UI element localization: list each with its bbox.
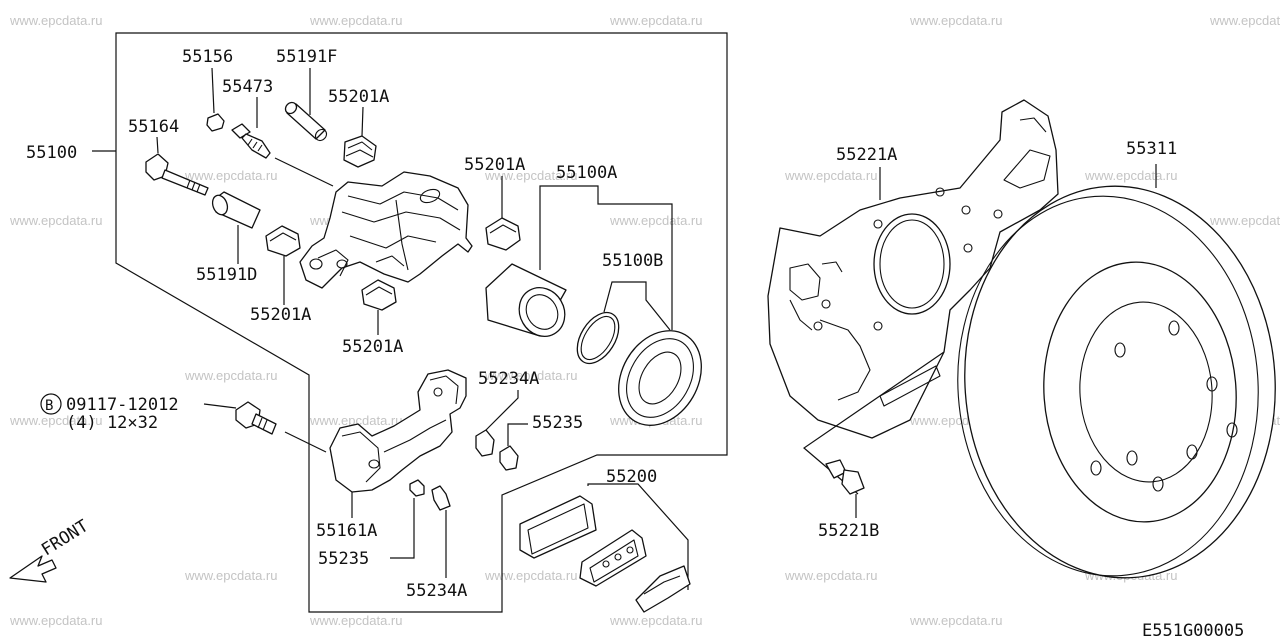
watermark: www.epcdata.ru — [184, 368, 278, 383]
brake-pads-55200 — [519, 483, 691, 613]
boot-55201A-top — [343, 106, 377, 168]
piston-55100A — [485, 185, 673, 337]
watermark: www.epcdata.ru — [484, 568, 578, 583]
watermark: www.epcdata.ru — [609, 613, 703, 628]
label-55100A: 55100A — [556, 163, 617, 183]
watermark: www.epcdata.ru — [309, 413, 403, 428]
caliper-assembly-outline — [115, 32, 728, 613]
label-55234A: 55234A — [406, 581, 467, 601]
boot-55201A-left — [265, 225, 301, 305]
bolt-spec: (4) 12×32 — [66, 413, 158, 433]
pad-clip-55235-lower — [390, 479, 425, 559]
sleeve-55191D — [211, 191, 261, 264]
front-label: FRONT — [38, 516, 92, 560]
label-55235: 55235 — [532, 413, 583, 433]
watermark: www.epcdata.ru — [309, 613, 403, 628]
watermark: www.epcdata.ru — [1209, 13, 1280, 28]
label-55100: 55100 — [26, 143, 77, 163]
label-55191F: 55191F — [276, 47, 337, 67]
watermark: www.epcdata.ru — [909, 613, 1003, 628]
watermark: www.epcdata.ru — [184, 168, 278, 183]
disc-rotor-55311 — [957, 164, 1276, 579]
watermark: www.epcdata.ru — [784, 568, 878, 583]
pad-clip-55235-upper — [499, 423, 528, 471]
watermark: www.epcdata.ru — [9, 213, 103, 228]
guide-pin-55191F — [284, 68, 328, 142]
watermark: www.epcdata.ru — [609, 213, 703, 228]
watermark: www.epcdata.ru — [9, 613, 103, 628]
watermark: www.epcdata.ru — [484, 368, 578, 383]
watermark: www.epcdata.ru — [9, 13, 103, 28]
bolt-part-number: 09117-12012 — [66, 395, 179, 415]
boot-55201A-right — [485, 176, 521, 251]
watermark: www.epcdata.ru — [484, 168, 578, 183]
bolt-55164 — [145, 136, 209, 196]
shim-55234A-lower — [431, 485, 451, 578]
bolt-09117-12012 — [203, 401, 327, 453]
piston-seal — [576, 311, 620, 365]
label-55221A: 55221A — [836, 145, 897, 165]
label-55156: 55156 — [182, 47, 233, 67]
watermark: www.epcdata.ru — [909, 13, 1003, 28]
watermark: www.epcdata.ru — [184, 568, 278, 583]
label-55161A: 55161A — [316, 521, 377, 541]
pad-clip-55234A-upper — [475, 390, 519, 457]
label-55201A: 55201A — [250, 305, 311, 325]
label-55200: 55200 — [606, 467, 657, 487]
label-55221B: 55221B — [818, 521, 879, 541]
label-55234A: 55234A — [478, 369, 539, 389]
label-55191D: 55191D — [196, 265, 257, 285]
watermark: www.epcdata.ru — [1209, 213, 1280, 228]
watermark: www.epcdata.ru — [309, 13, 403, 28]
bolt-marker-circle — [40, 393, 62, 415]
bolt-55221B — [803, 351, 945, 518]
label-55201A: 55201A — [464, 155, 525, 175]
label-55473: 55473 — [222, 77, 273, 97]
diagram-code: E551G00005 — [1142, 621, 1244, 640]
dust-shield-55221A — [767, 99, 1059, 439]
watermark: www.epcdata.ru — [1084, 168, 1178, 183]
label-55311: 55311 — [1126, 139, 1177, 159]
watermark: www.epcdata.ru — [784, 168, 878, 183]
front-arrow-icon: FRONT — [9, 516, 92, 583]
bolt-callout: B 09117-12012 (4) 12×32 — [40, 393, 179, 433]
label-55201A: 55201A — [328, 87, 389, 107]
label-55100B: 55100B — [602, 251, 663, 271]
caliper-body — [299, 171, 473, 289]
caliper-support-55161A — [329, 369, 467, 518]
bolt-marker: B — [45, 398, 53, 414]
label-55235: 55235 — [318, 549, 369, 569]
label-55164: 55164 — [128, 117, 179, 137]
watermark: www.epcdata.ru — [9, 413, 103, 428]
label-55201A: 55201A — [342, 337, 403, 357]
watermark: www.epcdata.ru — [609, 13, 703, 28]
bleeder-screw-55473 — [231, 97, 334, 187]
piston-boot-55100B — [603, 281, 702, 426]
boot-55201A-bottom — [361, 279, 397, 335]
dust-cap-55156 — [206, 67, 225, 132]
